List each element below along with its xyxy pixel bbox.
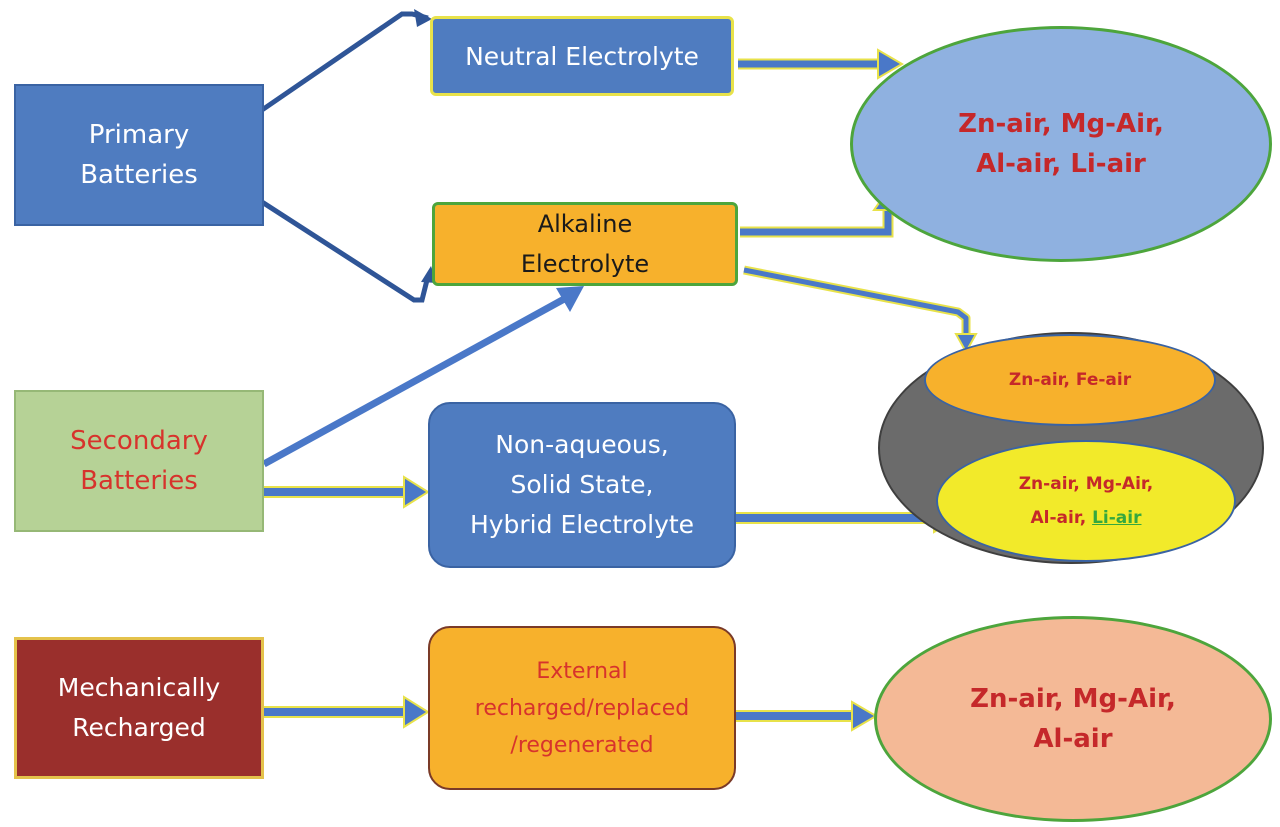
- neutral-electrolyte-box: Neutral Electrolyte: [430, 16, 734, 96]
- alkaline-electrolyte-line-2: Electrolyte: [520, 250, 650, 278]
- primary-result-line-2: Al-air, Li-air: [976, 149, 1146, 179]
- arrow-alkaline-to-fe-core: [743, 267, 969, 336]
- primary-result-ellipse: Zn-air, Mg-Air, Al-air, Li-air: [850, 26, 1272, 262]
- li-air-link[interactable]: Li-air: [1092, 508, 1142, 528]
- external-recharge-box: External recharged/replaced /regenerated: [428, 626, 736, 790]
- mechanically-recharged-line-1: Mechanically: [57, 673, 221, 702]
- mechanically-recharged-box: Mechanically Recharged: [14, 637, 264, 779]
- arrow-alkaline-to-result-core: [740, 208, 892, 236]
- arrow-secondary-to-alkaline: [262, 294, 568, 468]
- arrowhead-external-to-result: [851, 700, 878, 732]
- nonaqueous-result-ellipse: Zn-air, Mg-Air, Al-air, Li-air: [936, 440, 1236, 562]
- nonaqueous-result-line-2: Al-air, Li-air: [1030, 501, 1141, 535]
- alkaline-electrolyte-box: Alkaline Electrolyte: [432, 202, 738, 286]
- primary-batteries-box: Primary Batteries: [14, 84, 264, 226]
- alkaline-electrolyte-line-1: Alkaline: [537, 210, 633, 238]
- secondary-batteries-line-2: Batteries: [80, 466, 198, 496]
- nonaqueous-result-line-2-prefix: Al-air,: [1030, 508, 1093, 528]
- mechanical-result-line-1: Zn-air, Mg-Air,: [970, 684, 1176, 714]
- neutral-electrolyte-label: Neutral Electrolyte: [465, 41, 699, 71]
- arrow-primary-to-alkaline: [260, 199, 431, 303]
- primary-batteries-line-1: Primary: [88, 120, 190, 150]
- mechanically-recharged-line-2: Recharged: [72, 713, 206, 742]
- nonaqueous-line-1: Non-aqueous,: [495, 430, 669, 459]
- primary-result-line-1: Zn-air, Mg-Air,: [958, 109, 1164, 139]
- external-line-1: External: [536, 658, 628, 684]
- arrowhead-mechanical-to-external: [403, 695, 430, 729]
- external-line-3: /regenerated: [510, 732, 654, 758]
- nonaqueous-electrolyte-box: Non-aqueous, Solid State, Hybrid Electro…: [428, 402, 736, 568]
- alkaline-result-label: Zn-air, Fe-air: [1008, 370, 1132, 390]
- arrowhead-neutral-to-result: [877, 48, 904, 80]
- alkaline-result-ellipse: Zn-air, Fe-air: [924, 334, 1216, 426]
- arrow-alkaline-to-result: [740, 208, 894, 238]
- secondary-batteries-line-1: Secondary: [70, 426, 208, 456]
- arrowhead-alkaline-to-fe: [954, 333, 978, 355]
- arrowhead-primary-to-neutral: [414, 9, 432, 27]
- mechanical-result-line-2: Al-air: [1033, 724, 1113, 754]
- arrow-alkaline-to-fe: [743, 265, 971, 336]
- nonaqueous-result-line-1: Zn-air, Mg-Air,: [1018, 474, 1154, 494]
- arrowhead-secondary-to-alkaline: [556, 286, 584, 312]
- external-line-2: recharged/replaced: [474, 695, 690, 721]
- nonaqueous-line-2: Solid State,: [510, 470, 654, 499]
- arrowhead-secondary-to-nonaqueous: [403, 475, 430, 509]
- secondary-batteries-box: Secondary Batteries: [14, 390, 264, 532]
- primary-batteries-line-2: Batteries: [80, 160, 198, 190]
- arrow-primary-to-neutral: [260, 11, 429, 113]
- nonaqueous-line-3: Hybrid Electrolyte: [469, 510, 695, 539]
- mechanical-result-ellipse: Zn-air, Mg-Air, Al-air: [874, 616, 1272, 822]
